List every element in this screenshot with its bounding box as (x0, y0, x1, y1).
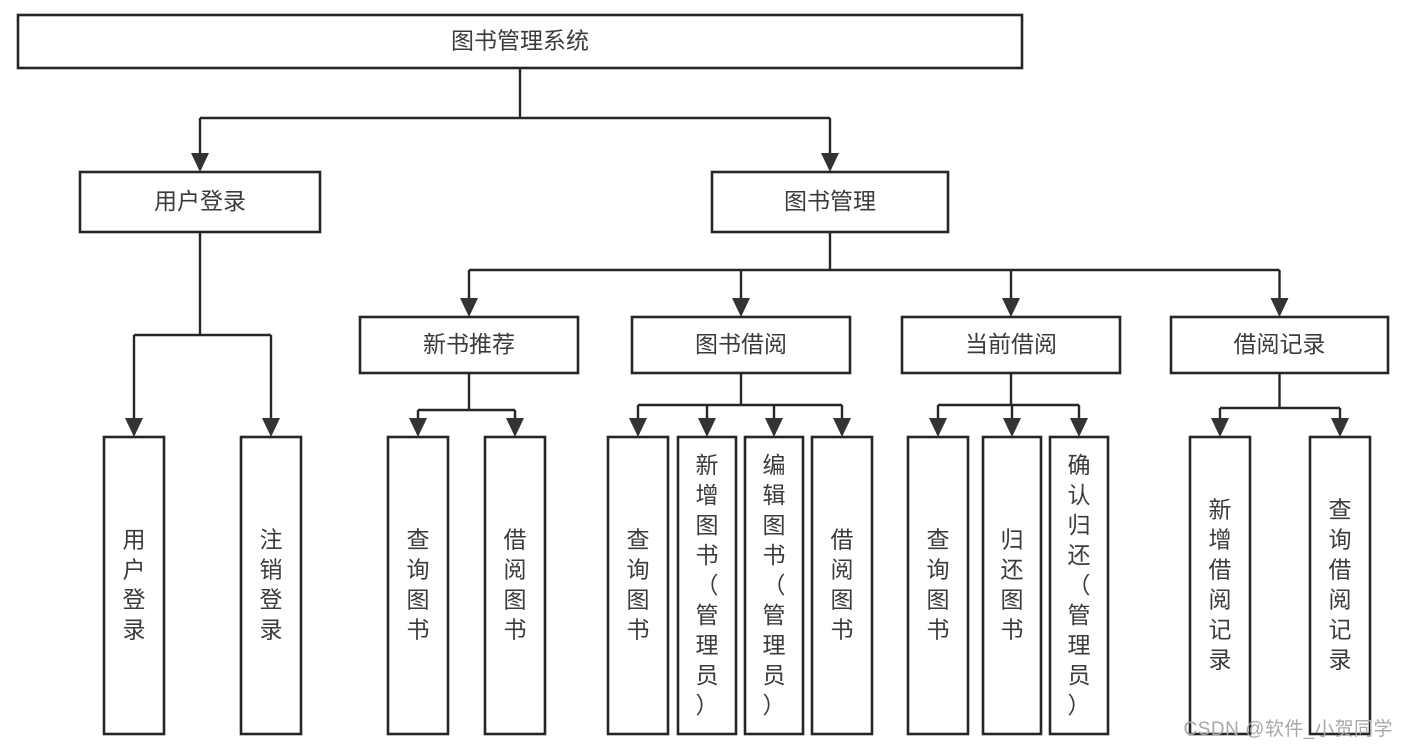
node-nb-borrow-book[interactable]: 借阅图书 (483, 435, 547, 736)
arrow-head-icon (833, 418, 851, 437)
node-box-leaf-user-login[interactable] (102, 435, 166, 736)
node-current-borrow[interactable]: 当前借阅 (900, 315, 1122, 375)
arrow-head-icon (629, 418, 647, 437)
node-label-bb-borrow-book: 借阅图书 (831, 527, 854, 643)
node-box-br-add-record[interactable] (1188, 435, 1252, 736)
node-box-cb-confirm-return[interactable] (1048, 435, 1110, 736)
node-box-nb-query-book[interactable] (386, 435, 450, 736)
node-label-bb-edit-book: 编辑图书（管理员） (763, 452, 786, 718)
node-box-nb-borrow-book[interactable] (483, 435, 547, 736)
arrow-head-icon (1331, 418, 1349, 437)
node-box-bb-borrow-book[interactable] (810, 435, 874, 736)
node-box-cb-query-book[interactable] (906, 435, 970, 736)
node-cb-confirm-return[interactable]: 确认归还（管理员） (1048, 435, 1110, 736)
node-label-borrow-record: 借阅记录 (1234, 331, 1326, 357)
nodes-layer: 图书管理系统用户登录用户登录注销登录图书管理新书推荐查询图书借阅图书图书借阅查询… (16, 13, 1390, 736)
node-label-nb-query-book: 查询图书 (407, 527, 430, 643)
node-bb-borrow-book[interactable]: 借阅图书 (810, 435, 874, 736)
node-label-bb-query-book: 查询图书 (627, 527, 650, 643)
node-box-leaf-user-logout[interactable] (239, 435, 303, 736)
node-nb-query-book[interactable]: 查询图书 (386, 435, 450, 736)
arrow-head-icon (1211, 418, 1229, 437)
node-box-br-query-record[interactable] (1308, 435, 1372, 736)
node-cb-return-book[interactable]: 归还图书 (981, 435, 1043, 736)
node-new-book-recommend[interactable]: 新书推荐 (358, 315, 580, 375)
watermark-label: CSDN @软件_小贺同学 (1183, 719, 1393, 740)
node-label-leaf-user-logout: 注销登录 (260, 527, 283, 643)
arrow-head-icon (765, 418, 783, 437)
arrow-head-icon (191, 153, 209, 172)
arrow-head-icon (1070, 418, 1088, 437)
node-book-borrow[interactable]: 图书借阅 (630, 315, 852, 375)
arrow-head-icon (821, 153, 839, 172)
arrow-head-icon (1002, 298, 1020, 317)
node-book-management[interactable]: 图书管理 (710, 170, 950, 234)
node-label-user-login: 用户登录 (154, 188, 246, 214)
node-box-root[interactable] (16, 13, 1024, 70)
node-box-bb-query-book[interactable] (606, 435, 670, 736)
arrow-head-icon (929, 418, 947, 437)
node-root[interactable]: 图书管理系统 (16, 13, 1024, 70)
node-label-nb-borrow-book: 借阅图书 (504, 527, 527, 643)
node-cb-query-book[interactable]: 查询图书 (906, 435, 970, 736)
node-label-cb-query-book: 查询图书 (927, 527, 950, 643)
node-box-current-borrow[interactable] (900, 315, 1122, 375)
node-bb-query-book[interactable]: 查询图书 (606, 435, 670, 736)
node-leaf-user-logout[interactable]: 注销登录 (239, 435, 303, 736)
node-label-cb-confirm-return: 确认归还（管理员） (1068, 452, 1091, 718)
node-leaf-user-login[interactable]: 用户登录 (102, 435, 166, 736)
connectors-layer (125, 68, 1349, 437)
node-box-book-borrow[interactable] (630, 315, 852, 375)
node-label-br-add-record: 新增借阅记录 (1209, 497, 1232, 673)
arrow-head-icon (698, 418, 716, 437)
arrow-head-icon (125, 418, 143, 437)
node-box-bb-edit-book[interactable] (743, 435, 805, 736)
node-label-root: 图书管理系统 (451, 28, 589, 54)
node-box-bb-add-book[interactable] (676, 435, 738, 736)
node-label-book-management: 图书管理 (784, 188, 876, 214)
arrow-head-icon (506, 418, 524, 437)
arrow-head-icon (262, 418, 280, 437)
node-box-new-book-recommend[interactable] (358, 315, 580, 375)
node-borrow-record[interactable]: 借阅记录 (1169, 315, 1390, 375)
node-label-current-borrow: 当前借阅 (965, 331, 1057, 357)
node-box-book-management[interactable] (710, 170, 950, 234)
node-label-br-query-record: 查询借阅记录 (1329, 497, 1352, 673)
arrow-head-icon (1270, 298, 1289, 317)
node-br-query-record[interactable]: 查询借阅记录 (1308, 435, 1372, 736)
node-box-cb-return-book[interactable] (981, 435, 1043, 736)
node-box-borrow-record[interactable] (1169, 315, 1390, 375)
arrow-head-icon (409, 418, 427, 437)
node-bb-add-book[interactable]: 新增图书（管理员） (676, 435, 738, 736)
node-bb-edit-book[interactable]: 编辑图书（管理员） (743, 435, 805, 736)
node-label-new-book-recommend: 新书推荐 (423, 331, 515, 357)
arrow-head-icon (732, 298, 750, 317)
node-label-leaf-user-login: 用户登录 (123, 527, 146, 643)
arrow-head-icon (460, 298, 478, 317)
node-user-login[interactable]: 用户登录 (78, 170, 322, 234)
node-label-book-borrow: 图书借阅 (695, 331, 787, 357)
node-box-user-login[interactable] (78, 170, 322, 234)
arrow-head-icon (1003, 418, 1021, 437)
node-br-add-record[interactable]: 新增借阅记录 (1188, 435, 1252, 736)
node-label-bb-add-book: 新增图书（管理员） (696, 452, 719, 718)
node-label-cb-return-book: 归还图书 (1001, 527, 1024, 643)
